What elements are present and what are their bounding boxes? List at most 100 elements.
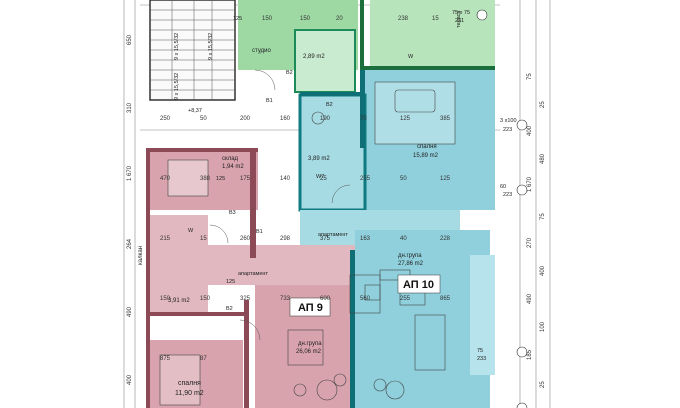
dim-mid-32: 875 bbox=[160, 356, 171, 362]
apartment-top-right bbox=[370, 0, 495, 68]
apartment-10-bath bbox=[298, 93, 367, 212]
tag-w7: W7 bbox=[316, 174, 324, 180]
dim-mid-6: 125 bbox=[400, 116, 411, 122]
apartment-9-bath bbox=[148, 215, 208, 265]
dim-top-3: 15 bbox=[432, 16, 439, 22]
bath-top-area: 2,89 m2 bbox=[303, 54, 325, 60]
apartment-10-balcony bbox=[470, 255, 495, 375]
dim-right-2: 400 bbox=[527, 125, 533, 136]
apartment-10-badge: АП 10 bbox=[397, 274, 441, 294]
stair-level: +8,37 bbox=[188, 108, 202, 114]
dim-right-8: 490 bbox=[527, 293, 533, 304]
apartment-9-bedroom bbox=[148, 340, 243, 408]
dim-left-1: 310 bbox=[127, 102, 133, 113]
tag-b2-b: B2 bbox=[326, 102, 333, 108]
studio-label: студио bbox=[252, 48, 271, 54]
dim-mid-27: 733 bbox=[280, 296, 291, 302]
door-3x100: 3 x100 bbox=[500, 118, 517, 124]
apartment-9-label: АП 9 bbox=[298, 302, 323, 314]
dim-mid-25: 150 bbox=[200, 296, 211, 302]
dim-left-2: 1 670 bbox=[127, 165, 133, 181]
dim-right-6: 270 bbox=[527, 237, 533, 248]
dim-mid-11: 140 bbox=[280, 176, 291, 182]
stair-flight-1: 9 x 15,5/32 bbox=[174, 33, 180, 60]
dim-mid-0: 250 bbox=[160, 116, 171, 122]
window-223b: 223 bbox=[503, 192, 512, 198]
furniture bbox=[159, 81, 456, 406]
window-125c: 125 bbox=[226, 279, 235, 285]
tag-w-letter-2: W bbox=[188, 228, 194, 234]
dim-right-4: 1 670 bbox=[527, 176, 533, 192]
bedroom-9-area: 11,90 m2 bbox=[175, 390, 204, 397]
dim-mid-29: 560 bbox=[360, 296, 371, 302]
dim-mid-31: 865 bbox=[440, 296, 451, 302]
dim-right-9: 100 bbox=[540, 321, 546, 332]
bath-10-area: 3,89 m2 bbox=[308, 156, 330, 162]
stair-flight-2: 9 x 15,5/32 bbox=[208, 33, 214, 60]
corridor-10-label: апартамент bbox=[318, 232, 348, 238]
living-9-name: дн.група bbox=[298, 341, 322, 347]
dim-top-1: 20 bbox=[336, 16, 343, 22]
dim-mid-19: 298 bbox=[280, 236, 291, 242]
terrace-label: тераса bbox=[456, 10, 462, 28]
dim-mid-9: 388 bbox=[200, 176, 211, 182]
window-125: 125 bbox=[233, 16, 242, 22]
dim-top-4: 150 bbox=[300, 16, 311, 22]
dim-left-4: 490 bbox=[127, 306, 133, 317]
side-wall-label: калкан bbox=[138, 246, 144, 265]
dim-right-1: 25 bbox=[540, 101, 546, 108]
tag-b1-top: B1 bbox=[266, 98, 273, 104]
apartment-9-corridor bbox=[208, 245, 355, 285]
dim-mid-23: 228 bbox=[440, 236, 451, 242]
stairwell bbox=[149, 0, 236, 101]
dim-mid-17: 15 bbox=[200, 236, 207, 242]
door-swings bbox=[209, 69, 351, 341]
apartment-10-living bbox=[355, 230, 490, 408]
bedroom-9-name: спалня bbox=[178, 380, 201, 387]
dim-mid-8: 470 bbox=[160, 176, 171, 182]
dim-mid-16: 215 bbox=[160, 236, 171, 242]
storage-9-name: склад bbox=[222, 156, 239, 162]
section-markers bbox=[476, 9, 528, 408]
dim-right-10: 185 bbox=[527, 349, 533, 360]
apartment-9-hall bbox=[148, 265, 208, 315]
tag-w-letter: W bbox=[408, 54, 414, 60]
window-125b: 125 bbox=[216, 176, 225, 182]
dim-mid-24: 150 bbox=[160, 296, 171, 302]
living-10-area: 27,86 m2 bbox=[398, 261, 424, 267]
bedroom-10-area: 15,89 m2 bbox=[413, 153, 439, 159]
living-9-area: 26,06 m2 bbox=[296, 349, 322, 355]
apartment-10-label: АП 10 bbox=[403, 279, 434, 291]
tag-b2-top: B2 bbox=[286, 70, 293, 76]
tag-b2-ap9: B2 bbox=[226, 306, 233, 312]
dim-mid-10: 175 bbox=[240, 176, 251, 182]
window-231: 231 bbox=[455, 18, 464, 24]
window-233: 233 bbox=[477, 356, 486, 362]
dim-right-5: 75 bbox=[540, 213, 546, 220]
bedroom-10-name: спалня bbox=[417, 144, 437, 150]
dim-mid-5: 70 bbox=[360, 116, 367, 122]
dim-mid-13: 255 bbox=[360, 176, 371, 182]
dim-mid-3: 160 bbox=[280, 116, 291, 122]
dim-mid-14: 50 bbox=[400, 176, 407, 182]
dim-mid-1: 50 bbox=[200, 116, 207, 122]
dim-mid-12: 25 bbox=[320, 176, 327, 182]
window-75-1: 75 bbox=[477, 348, 483, 354]
dim-left-3: 264 bbox=[127, 238, 133, 249]
corridor-9-label: апартамент bbox=[238, 271, 268, 277]
dim-mid-22: 40 bbox=[400, 236, 407, 242]
dim-mid-7: 385 bbox=[440, 116, 451, 122]
dim-mid-26: 325 bbox=[240, 296, 251, 302]
tag-b1-mid: B1 bbox=[256, 229, 263, 235]
dim-mid-28: 600 bbox=[320, 296, 331, 302]
dim-mid-2: 200 bbox=[240, 116, 251, 122]
hall-9-area: 3,91 m2 bbox=[168, 298, 190, 304]
dim-left-5: 400 bbox=[127, 374, 133, 385]
dim-mid-30: 255 bbox=[400, 296, 411, 302]
dim-top-0: 150 bbox=[262, 16, 273, 22]
dim-mid-20: 375 bbox=[320, 236, 331, 242]
door-60: 60 bbox=[500, 184, 506, 190]
storage-9-area: 1,94 m2 bbox=[222, 164, 244, 170]
